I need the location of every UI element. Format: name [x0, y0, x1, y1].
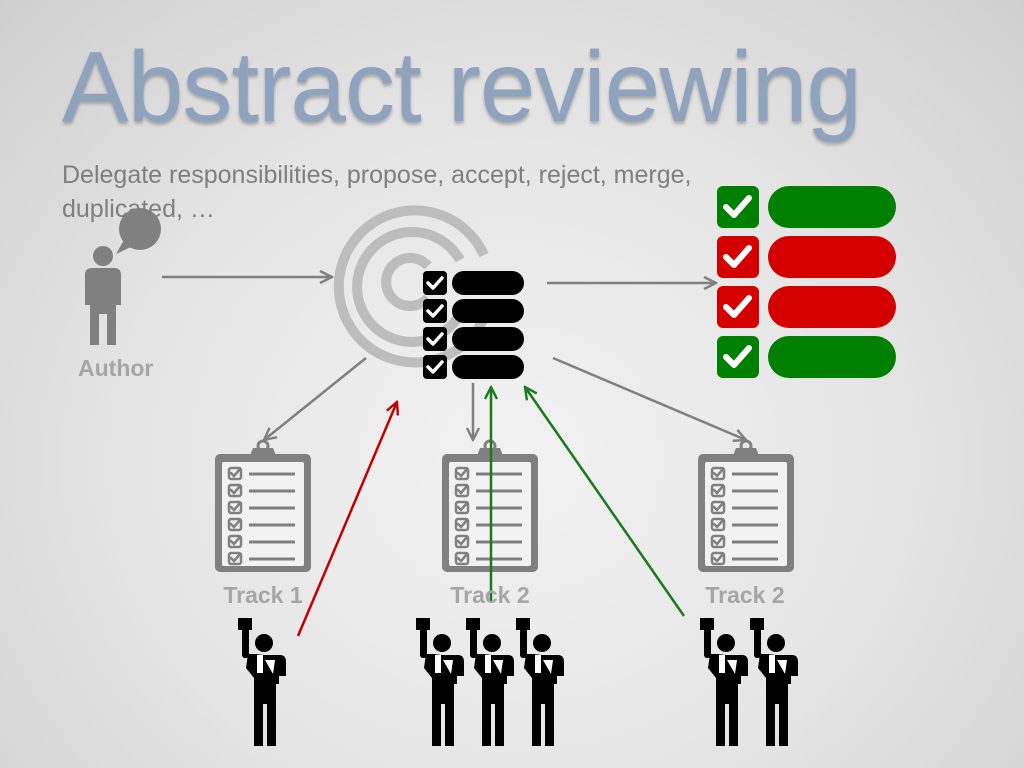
track-label: Track 2: [705, 582, 785, 608]
slide-subtitle: Delegate responsibilities, propose, acce…: [62, 161, 692, 223]
decision-bar: [768, 186, 896, 228]
checkmark-icon: [723, 195, 752, 218]
author-label: Author: [78, 355, 154, 381]
decision-reject: [717, 286, 896, 328]
arrow-to-track-3: [552, 356, 746, 440]
checkmark-icon: [723, 345, 752, 368]
reviewer-icon: [700, 618, 748, 746]
speech-bubble-icon: [116, 208, 161, 254]
decision-reject: [717, 236, 896, 278]
checkmark-icon: [723, 295, 752, 318]
decision-accept: [717, 186, 896, 228]
decision-bar: [768, 236, 896, 278]
reviewer-icon: [750, 618, 798, 746]
clipboard-icon: [213, 439, 313, 574]
track-label: Track 1: [223, 582, 303, 608]
decision-bar: [768, 286, 896, 328]
decision-bar: [768, 336, 896, 378]
arrow-to-track-1: [264, 357, 367, 440]
reviewer-icon: [516, 618, 564, 746]
slide-title: Abstract reviewing: [62, 31, 862, 143]
checkmark-icon: [723, 245, 752, 268]
arrow-accept-feedback: [525, 387, 686, 617]
reviewer-icon: [416, 618, 464, 746]
track-label: Track 2: [450, 582, 530, 608]
decision-accept: [717, 336, 896, 378]
decision-list: [717, 186, 896, 378]
flow-arrows: [162, 277, 746, 440]
reviewer-icon: [238, 618, 286, 746]
arrow-reject-feedback: [296, 402, 397, 637]
abstract-list-icon: [423, 271, 524, 379]
person-icon: [85, 246, 121, 345]
reviewer-icon: [466, 618, 514, 746]
clipboard-icon: [696, 439, 796, 574]
